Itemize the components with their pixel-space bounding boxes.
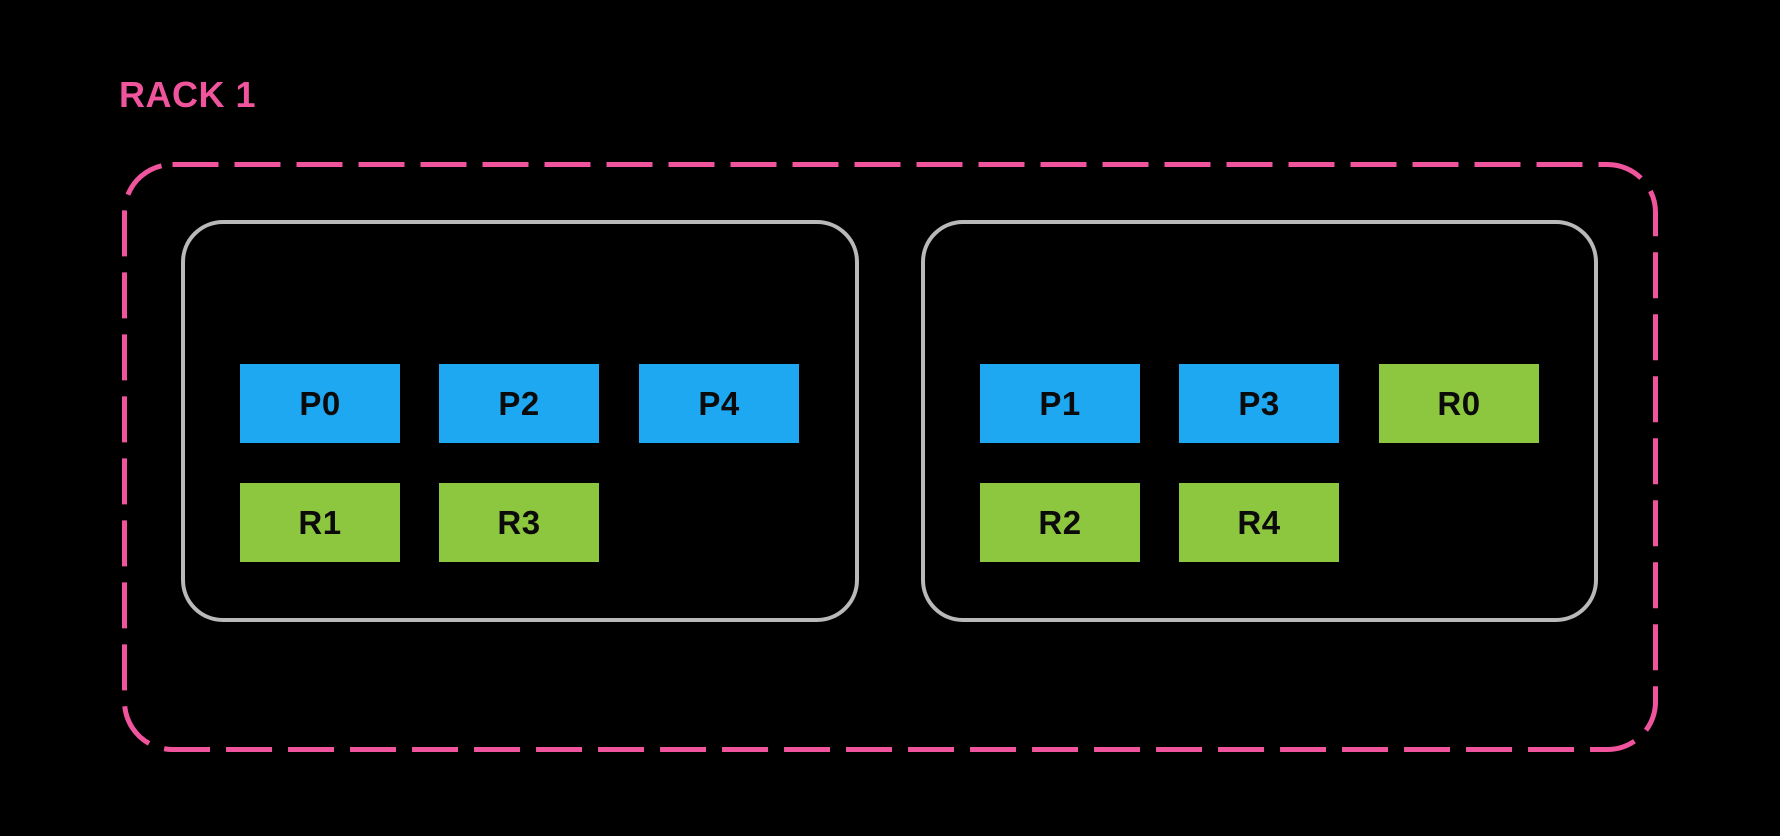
slot-label: P0 bbox=[299, 384, 341, 422]
slot-label: R0 bbox=[1437, 384, 1481, 422]
slot-box-p0: P0 bbox=[240, 364, 400, 443]
slot-label: P2 bbox=[498, 384, 540, 422]
slot-label: P4 bbox=[698, 384, 740, 422]
slot-box-r3: R3 bbox=[439, 483, 599, 562]
slot-label: P1 bbox=[1039, 384, 1081, 422]
slot-box-p1: P1 bbox=[980, 364, 1140, 443]
slot-box-r4: R4 bbox=[1179, 483, 1339, 562]
slot-label: R4 bbox=[1237, 503, 1281, 541]
rack-title: RACK 1 bbox=[119, 74, 257, 115]
slot-box-r2: R2 bbox=[980, 483, 1140, 562]
slot-box-r1: R1 bbox=[240, 483, 400, 562]
slot-box-p4: P4 bbox=[639, 364, 799, 443]
slot-label: P3 bbox=[1238, 384, 1280, 422]
slot-box-p2: P2 bbox=[439, 364, 599, 443]
slot-box-r0: R0 bbox=[1379, 364, 1539, 443]
slot-label: R3 bbox=[497, 503, 541, 541]
slot-box-p3: P3 bbox=[1179, 364, 1339, 443]
node-right: P1 P3 R0 R2 R4 bbox=[921, 220, 1598, 622]
node-left: P0 P2 P4 R1 R3 bbox=[181, 220, 859, 622]
slot-label: R1 bbox=[298, 503, 342, 541]
slot-label: R2 bbox=[1038, 503, 1082, 541]
